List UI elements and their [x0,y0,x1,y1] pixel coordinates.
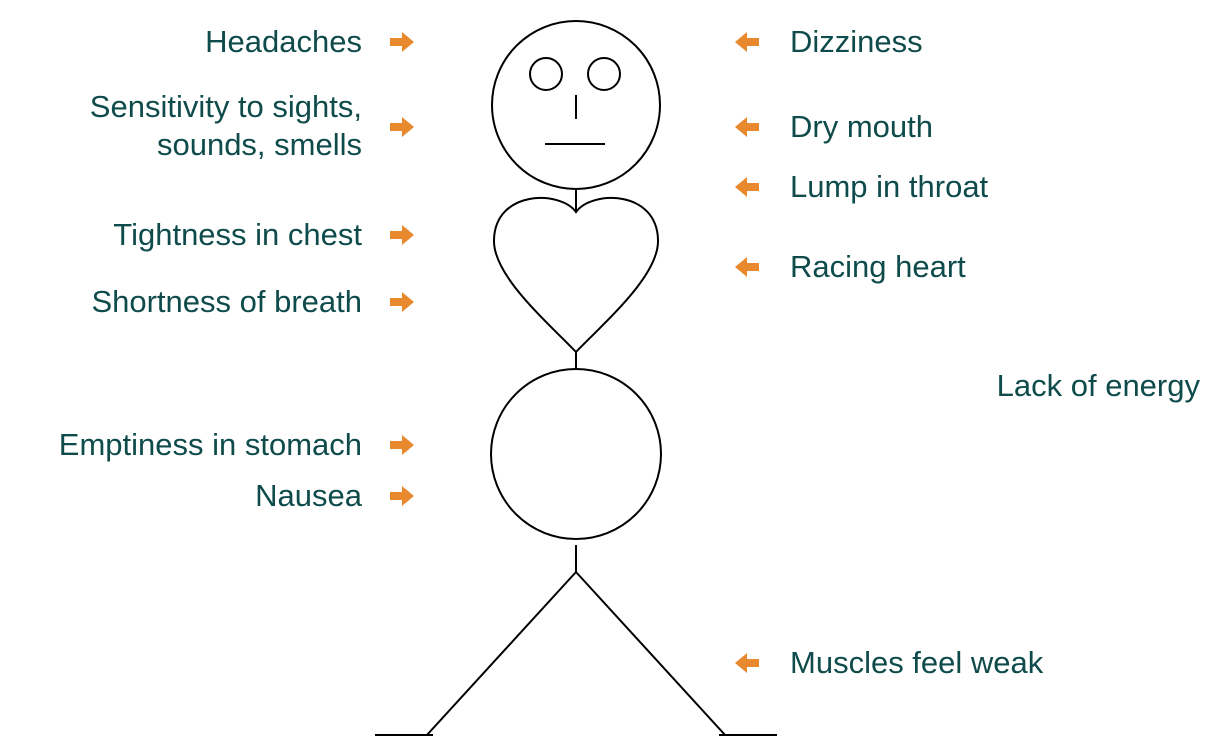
arrow-right-icon [389,116,415,138]
label-tightness-in-chest: Tightness in chest [113,216,362,254]
right-eye [588,58,620,90]
label-sensitivity: Sensitivity to sights, sounds, smells [90,88,362,164]
arrow-left-icon [734,176,760,198]
label-muscles-feel-weak: Muscles feel weak [790,644,1043,682]
arrow-left-icon [734,256,760,278]
left-leg [426,572,576,736]
arrow-right-icon [389,291,415,313]
label-lack-of-energy: Lack of energy [997,367,1200,405]
arrow-right-icon [389,434,415,456]
label-lump-in-throat: Lump in throat [790,168,988,206]
arrow-right-icon [389,31,415,53]
left-eye [530,58,562,90]
right-leg [576,572,726,736]
arrow-left-icon [734,116,760,138]
label-emptiness-in-stomach: Emptiness in stomach [59,426,362,464]
heart-shape [494,198,658,352]
arrow-left-icon [734,652,760,674]
label-dry-mouth: Dry mouth [790,108,933,146]
arrow-right-icon [389,224,415,246]
label-dizziness: Dizziness [790,23,923,61]
label-shortness-of-breath: Shortness of breath [91,283,362,321]
label-nausea: Nausea [255,477,362,515]
arrow-right-icon [389,485,415,507]
stomach-circle [491,369,661,539]
label-headaches: Headaches [205,23,362,61]
arrow-left-icon [734,31,760,53]
label-racing-heart: Racing heart [790,248,966,286]
